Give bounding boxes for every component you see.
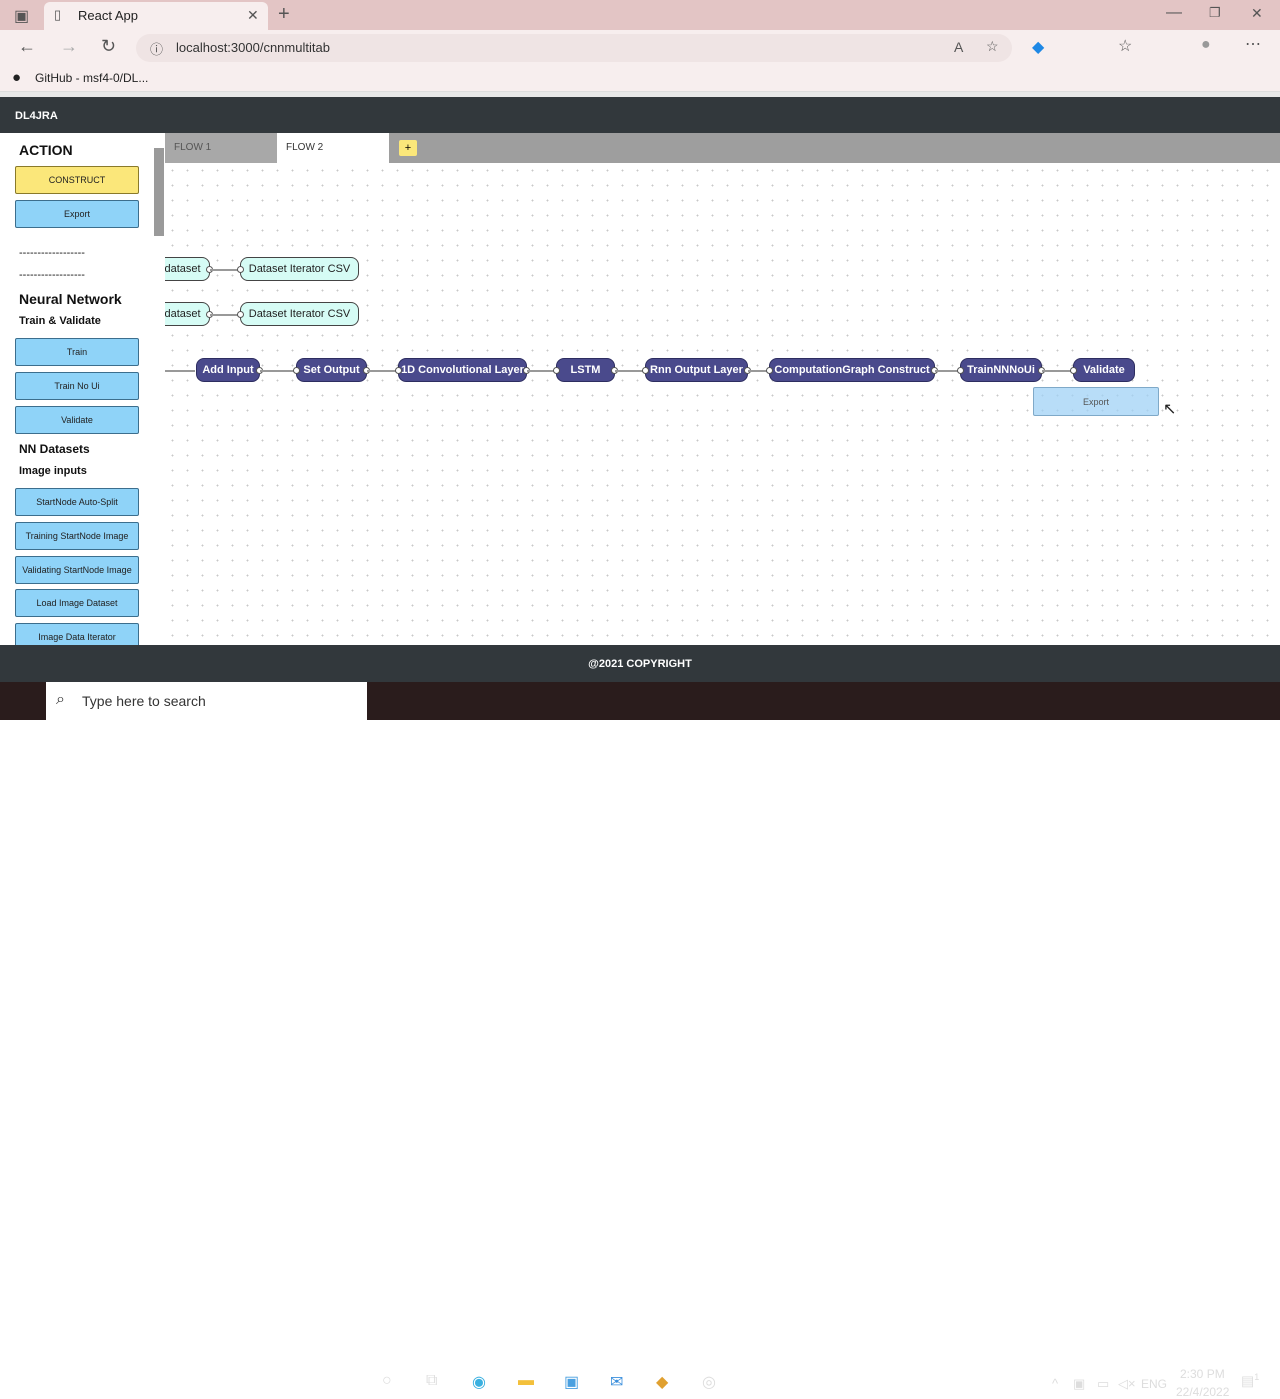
mail-icon[interactable]: ✉ bbox=[610, 1374, 624, 1391]
task-view-icon[interactable]: ⧉ bbox=[426, 1372, 438, 1389]
validating-startnode-image-button[interactable]: Validating StartNode Image bbox=[15, 556, 139, 584]
tab-actions-icon[interactable]: ▣ bbox=[14, 8, 30, 25]
close-window-icon[interactable]: ✕ bbox=[1251, 5, 1263, 21]
github-icon: ● bbox=[12, 69, 22, 86]
tab-flow-2[interactable]: FLOW 2 bbox=[277, 133, 389, 163]
load-image-dataset-button[interactable]: Load Image Dataset bbox=[15, 589, 139, 617]
info-icon[interactable]: ⓘ bbox=[150, 42, 164, 57]
divider bbox=[0, 92, 1280, 97]
clock-time[interactable]: 2:30 PM bbox=[1180, 1367, 1225, 1381]
train-button[interactable]: Train bbox=[15, 338, 139, 366]
datasets-heading: NN Datasets bbox=[19, 442, 90, 456]
nn-heading: Neural Network bbox=[19, 291, 122, 307]
sidebar-scrollbar[interactable] bbox=[154, 148, 164, 236]
cursor-icon: ↖ bbox=[1163, 401, 1177, 418]
node-add-input[interactable]: Add Input bbox=[196, 358, 263, 382]
search-placeholder: Type here to search bbox=[82, 693, 206, 709]
volume-muted-icon[interactable]: ◁× bbox=[1118, 1376, 1136, 1391]
cortana-icon[interactable]: ○ bbox=[382, 1372, 392, 1389]
bookmark-github[interactable]: GitHub - msf4-0/DL... bbox=[35, 71, 149, 85]
network-icon[interactable]: ▣ bbox=[1073, 1376, 1086, 1391]
language-indicator[interactable]: ENG bbox=[1141, 1377, 1168, 1391]
tab-flow-1[interactable]: FLOW 1 bbox=[165, 133, 277, 163]
bookmarks-bar: ● GitHub - msf4-0/DL... bbox=[0, 65, 1280, 92]
browser-tab-bar: ▣ ▯ React App ✕ + — ❐ ✕ bbox=[0, 0, 1280, 30]
page-icon: ▯ bbox=[54, 7, 62, 22]
footer: @2021 COPYRIGHT bbox=[0, 645, 1280, 682]
flow-tabs: FLOW 1 FLOW 2 + bbox=[165, 133, 1280, 163]
profile-icon[interactable]: ● bbox=[1201, 36, 1211, 53]
flow-canvas[interactable]: dataset Dataset Iterator CSV dataset Dat… bbox=[165, 163, 1280, 645]
node-dataset-iterator-csv[interactable]: Dataset Iterator CSV bbox=[237, 302, 359, 326]
new-tab-icon[interactable]: + bbox=[278, 3, 290, 25]
clock-date[interactable]: 22/4/2022 bbox=[1176, 1385, 1230, 1399]
add-tab-button[interactable]: + bbox=[399, 140, 417, 156]
minimize-icon[interactable]: — bbox=[1166, 4, 1182, 21]
notifications-icon[interactable]: ▤1 bbox=[1241, 1372, 1260, 1389]
startnode-auto-split-button[interactable]: StartNode Auto-Split bbox=[15, 488, 139, 516]
action-heading: ACTION bbox=[19, 142, 73, 158]
taskbar-search[interactable]: ⌕ Type here to search bbox=[46, 682, 367, 720]
copyright: @2021 COPYRIGHT bbox=[588, 658, 692, 670]
forward-icon[interactable]: → bbox=[60, 36, 78, 56]
maximize-icon[interactable]: ❐ bbox=[1209, 5, 1221, 20]
app-title: DL4JRA bbox=[15, 110, 58, 122]
url-text: localhost:3000/cnnmultitab bbox=[176, 40, 330, 55]
train-validate-heading: Train & Validate bbox=[19, 315, 101, 327]
validate-button[interactable]: Validate bbox=[15, 406, 139, 434]
app-icon-2[interactable]: ◎ bbox=[702, 1374, 716, 1391]
back-icon[interactable]: ← bbox=[18, 36, 36, 56]
store-icon[interactable]: ▣ bbox=[564, 1374, 580, 1391]
node-dataset-iterator-csv[interactable]: Dataset Iterator CSV bbox=[237, 257, 359, 281]
file-explorer-icon[interactable]: ▬ bbox=[518, 1372, 534, 1389]
export-button[interactable]: Export bbox=[15, 200, 139, 228]
browser-tab[interactable]: ▯ React App ✕ bbox=[44, 2, 268, 30]
construct-button[interactable]: CONSTRUCT bbox=[15, 166, 139, 194]
node-computationgraph-construct[interactable]: ComputationGraph Construct bbox=[766, 358, 938, 382]
node-validate[interactable]: Validate bbox=[1070, 358, 1135, 382]
windows-start-icon[interactable]: ⊞ bbox=[14, 1372, 30, 1392]
favorite-add-icon[interactable]: ☆ bbox=[986, 38, 999, 54]
train-no-ui-button[interactable]: Train No Ui bbox=[15, 372, 139, 400]
node-rnn-output-layer[interactable]: Rnn Output Layer bbox=[642, 358, 751, 382]
image-data-iterator-button[interactable]: Image Data Iterator bbox=[15, 623, 139, 645]
node-trainnnnoui[interactable]: TrainNNNoUi bbox=[957, 358, 1045, 382]
refresh-icon[interactable]: ↻ bbox=[101, 36, 117, 56]
address-bar[interactable]: ⓘ localhost:3000/cnnmultitab A ☆ bbox=[136, 34, 1012, 62]
node-1d-convolutional-layer[interactable]: 1D Convolutional Layer bbox=[395, 358, 530, 382]
divider-text: ------------------ bbox=[19, 247, 85, 259]
divider-text: ------------------ bbox=[19, 269, 85, 281]
menu-icon[interactable]: ⋯ bbox=[1245, 36, 1261, 53]
dragging-export-node[interactable]: Export bbox=[1033, 387, 1159, 416]
node-dataset[interactable]: dataset bbox=[165, 302, 213, 326]
app-icon[interactable]: ◆ bbox=[656, 1374, 669, 1391]
extension-icon[interactable]: ◆ bbox=[1032, 39, 1045, 56]
show-hidden-icons[interactable]: ^ bbox=[1052, 1376, 1059, 1391]
search-icon: ⌕ bbox=[56, 691, 65, 708]
favorites-icon[interactable]: ☆ bbox=[1118, 38, 1133, 55]
app-header: DL4JRA bbox=[0, 97, 1280, 133]
close-tab-icon[interactable]: ✕ bbox=[247, 7, 259, 23]
node-dataset[interactable]: dataset bbox=[165, 257, 213, 281]
display-icon[interactable]: ▭ bbox=[1097, 1376, 1110, 1391]
image-inputs-heading: Image inputs bbox=[19, 465, 87, 477]
edge-icon[interactable]: ◉ bbox=[472, 1374, 486, 1391]
node-lstm[interactable]: LSTM bbox=[553, 358, 618, 382]
node-set-output[interactable]: Set Output bbox=[293, 358, 370, 382]
training-startnode-image-button[interactable]: Training StartNode Image bbox=[15, 522, 139, 550]
read-aloud-icon[interactable]: A bbox=[954, 39, 964, 55]
tab-title: React App bbox=[78, 8, 138, 23]
sidebar: ACTION CONSTRUCT Export ----------------… bbox=[0, 133, 165, 645]
